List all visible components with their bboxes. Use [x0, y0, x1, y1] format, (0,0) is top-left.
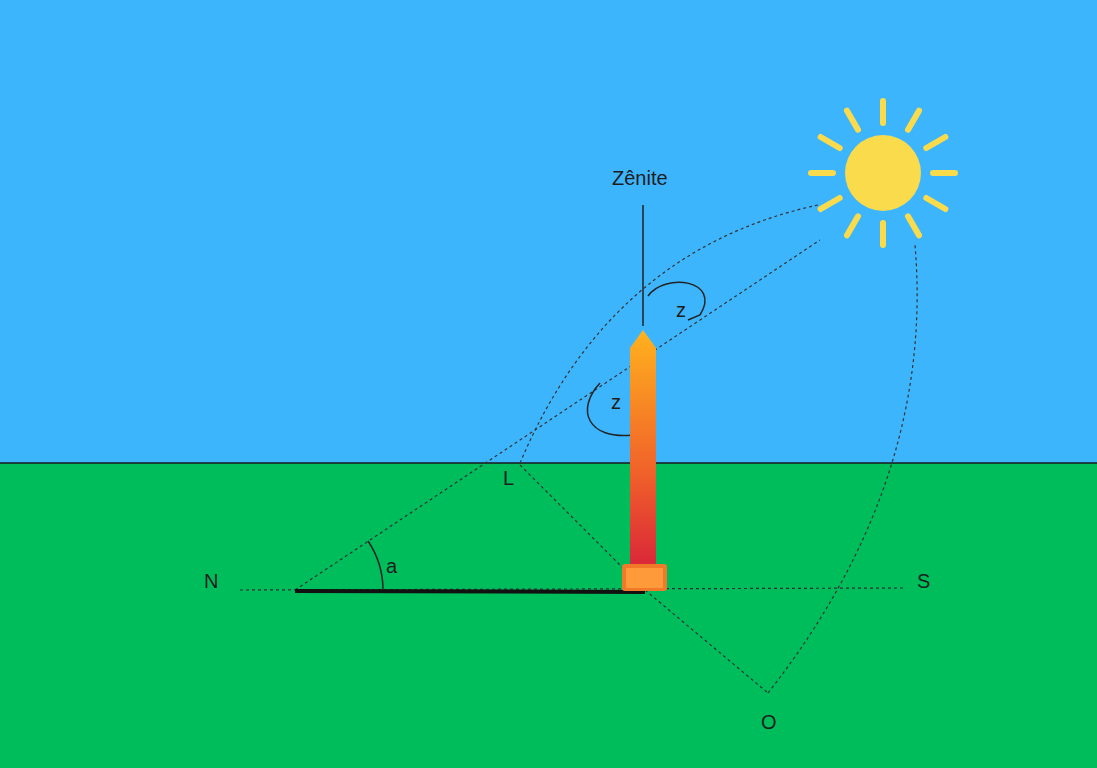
cardinal-label: O — [761, 712, 777, 732]
sun-arc — [768, 245, 917, 693]
shadow — [295, 591, 645, 592]
angle-arc — [587, 383, 633, 436]
cardinal-label: N — [204, 571, 218, 591]
horizon — [0, 462, 1097, 464]
angle-label: z — [611, 392, 621, 412]
sun-ray — [295, 240, 820, 590]
cardinal-label: S — [917, 571, 930, 591]
ground — [0, 463, 1097, 768]
obelisk — [622, 330, 667, 591]
east-west-line — [645, 590, 768, 693]
angle-arc — [368, 541, 383, 590]
sun-arc — [520, 205, 818, 463]
sky — [0, 0, 1097, 463]
angle-label: a — [386, 556, 397, 576]
zenith-label: Zênite — [612, 168, 668, 188]
point-label: L — [503, 468, 514, 488]
angle-arc — [648, 282, 705, 320]
sun — [811, 101, 955, 245]
angle-label: z — [676, 300, 686, 320]
zenith-line — [642, 205, 644, 326]
